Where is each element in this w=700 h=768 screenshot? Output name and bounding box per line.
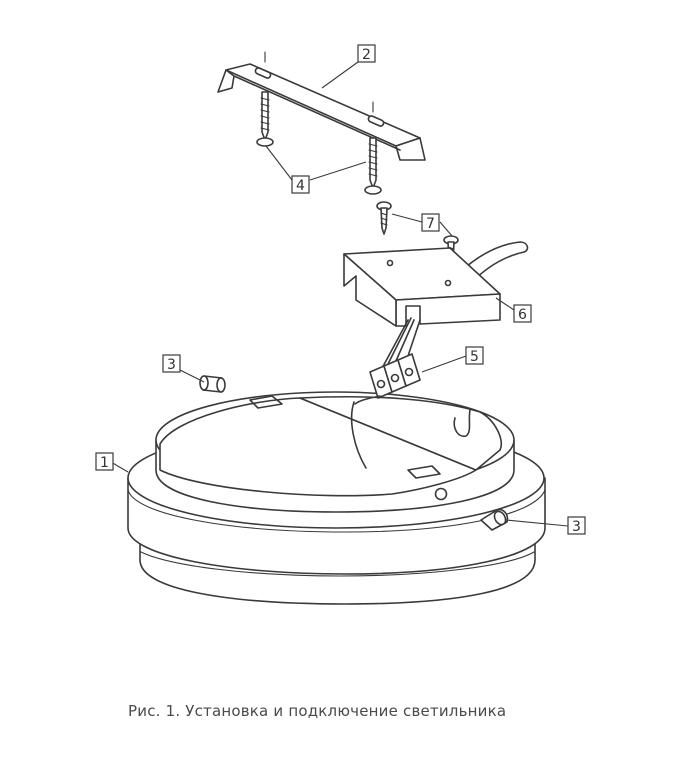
callout-label-3-left: 3 (162, 354, 181, 373)
callout-label-7: 7 (421, 213, 440, 232)
svg-text:5: 5 (470, 349, 479, 365)
callout-label-2: 2 (357, 44, 376, 63)
screw-right (364, 101, 382, 195)
mounting-bracket (217, 63, 426, 161)
svg-text:6: 6 (518, 307, 527, 323)
svg-text:3: 3 (167, 357, 176, 373)
luminaire-body (127, 391, 546, 605)
svg-text:7: 7 (426, 216, 435, 232)
svg-text:1: 1 (100, 455, 109, 471)
terminal-block (354, 317, 421, 405)
mounting-screws (256, 51, 382, 195)
svg-text:3: 3 (572, 519, 581, 535)
small-screw-left (376, 201, 392, 235)
callout-label-5: 5 (465, 346, 484, 365)
terminal-cover (343, 241, 529, 327)
callout-label-1: 1 (95, 452, 114, 471)
screw-left (256, 51, 274, 147)
callout-label-4: 4 (291, 175, 310, 194)
svg-text:2: 2 (362, 47, 371, 63)
callout-label-3-right: 3 (567, 516, 586, 535)
svg-text:4: 4 (296, 178, 305, 194)
figure-caption: Рис. 1. Установка и подключение светильн… (128, 702, 507, 720)
leader-lines (110, 61, 569, 527)
loose-pin (199, 375, 226, 393)
callout-label-6: 6 (513, 304, 532, 323)
